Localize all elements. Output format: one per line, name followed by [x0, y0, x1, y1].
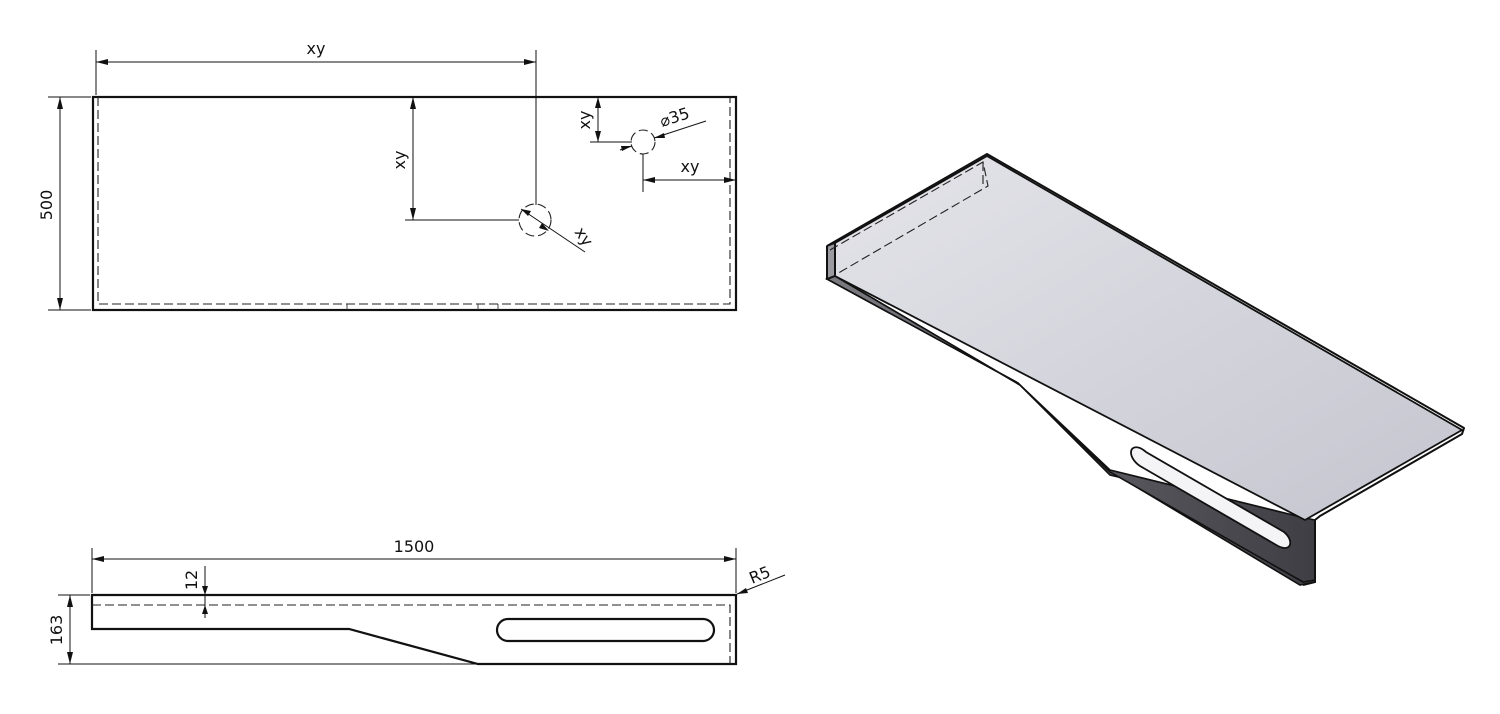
dim-arrow — [737, 588, 748, 594]
dim-text-thickness: 12 — [182, 570, 201, 590]
dim-text-top-width: xy — [307, 39, 326, 58]
side-view-outline — [90, 593, 738, 666]
dim-arrow — [595, 97, 601, 108]
side-view-slot — [495, 617, 716, 643]
dim-arrow — [621, 146, 632, 151]
small-hole — [630, 129, 656, 155]
dim-arrow — [96, 59, 108, 65]
dim-arrow — [410, 208, 416, 220]
side-view-hidden-bend — [92, 604, 731, 664]
dim-text-small-hole-right: xy — [681, 157, 700, 176]
iso-edge — [826, 153, 1465, 521]
top-view: xy 500 xy xy xy ⌀35 — [37, 39, 738, 312]
dim-text-hole-diameter: xy — [571, 223, 597, 249]
isometric-view — [825, 153, 1465, 586]
dim-arrow — [724, 556, 736, 562]
dim-text-radius: R5 — [746, 562, 773, 588]
dim-arrow — [524, 59, 536, 65]
top-view-hidden-bend — [97, 97, 731, 305]
iso-edge — [826, 243, 836, 280]
dim-text-hole-vertical: xy — [390, 151, 409, 170]
iso-slot — [1130, 446, 1292, 549]
dim-text-length: 1500 — [394, 537, 435, 556]
dim-arrow — [654, 133, 665, 138]
dim-arrow — [57, 298, 63, 310]
dim-arrow — [595, 131, 601, 142]
dim-text-small-hole-top: xy — [575, 111, 594, 130]
dim-arrow — [57, 97, 63, 109]
top-view-outline — [91, 95, 738, 312]
dim-arrow — [202, 586, 208, 595]
dim-arrow — [539, 223, 549, 231]
dim-text-height: 500 — [37, 190, 56, 221]
large-hole — [518, 203, 552, 237]
dim-arrow — [724, 177, 736, 183]
dim-arrow — [202, 605, 208, 614]
dim-arrow — [410, 97, 416, 109]
dim-arrow — [643, 177, 655, 183]
iso-hidden-bend — [829, 161, 989, 276]
dim-text-small-hole-diameter: ⌀35 — [657, 103, 691, 130]
side-view: 1500 12 163 R5 — [47, 537, 786, 666]
iso-edge — [1302, 520, 1316, 586]
dim-arrow — [67, 595, 73, 607]
dim-arrow — [67, 652, 73, 664]
dim-leader-hole-diameter — [520, 208, 586, 253]
dim-arrow — [521, 209, 531, 216]
dim-text-height: 163 — [47, 615, 66, 646]
dim-arrow — [92, 556, 104, 562]
